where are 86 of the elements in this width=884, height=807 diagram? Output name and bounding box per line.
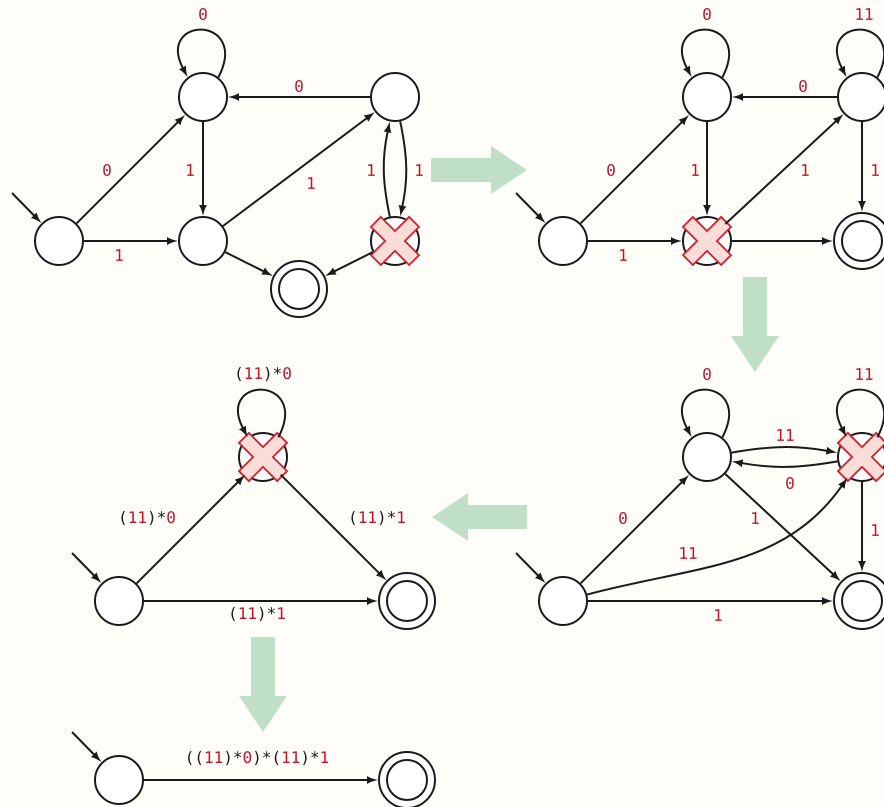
state-circle: [178, 216, 228, 266]
loop-arrow: [836, 388, 884, 438]
edge-label: 0: [617, 510, 629, 526]
transition-arrow: [280, 474, 384, 578]
loop-arrow: [177, 28, 226, 78]
edge-label: 11: [677, 546, 699, 560]
edge-label: (11)*0: [233, 366, 293, 382]
edge-label: 0: [101, 162, 113, 178]
removed-state: [682, 216, 732, 266]
loop-arrow: [681, 388, 730, 438]
edge-label: 0: [784, 476, 796, 490]
transition-arrow: [586, 480, 846, 596]
state-circle: [34, 216, 84, 266]
edge-label: 11: [774, 428, 796, 442]
transition-arrow: [724, 116, 842, 225]
edge-label: 1: [413, 163, 425, 177]
transition-arrow: [588, 598, 830, 604]
edge-label: 1: [365, 163, 377, 177]
edge-label: 1: [305, 176, 317, 190]
edge-label: 0: [701, 366, 713, 382]
state-circle: [370, 72, 420, 122]
removed-state: [370, 216, 420, 266]
edge-label: 0: [605, 162, 617, 178]
edge-label: 1: [869, 163, 881, 177]
transition-arrow: [734, 460, 838, 468]
transition-arrow: [580, 116, 688, 224]
edge-label: 1: [869, 523, 881, 537]
state-circle: [682, 72, 732, 122]
transition-arrow: [858, 482, 866, 569]
loop-arrow: [237, 388, 286, 438]
transition-arrow: [224, 251, 270, 276]
accept-state: [270, 260, 328, 318]
start-arrow: [71, 552, 100, 582]
transition-arrow: [858, 122, 866, 209]
edge-label: (11)*1: [227, 606, 287, 622]
transition-arrow: [144, 598, 375, 604]
accept-state: [833, 212, 884, 270]
removed-state: [238, 432, 288, 482]
edge-label: 0: [197, 6, 209, 22]
transition-arrow: [724, 473, 839, 580]
edge-label: 1: [689, 163, 701, 177]
accept-state: [833, 572, 884, 630]
transition-arrow: [200, 122, 206, 213]
accept-state: [378, 572, 436, 630]
transition-arrow: [731, 446, 834, 454]
edge-label: 0: [701, 6, 713, 22]
start-arrow: [515, 192, 544, 222]
transition-arrow: [735, 94, 837, 100]
edge-label: 11: [853, 7, 875, 21]
transition-arrow: [222, 114, 373, 227]
edge-label: (11)*1: [347, 510, 407, 526]
start-arrow: [515, 552, 544, 582]
edge-label: ((11)*0)*(11)*1: [184, 750, 330, 766]
state-circle: [178, 72, 228, 122]
transition-arrow: [704, 122, 710, 213]
transition-arrow: [328, 251, 374, 276]
state-circle: [837, 72, 884, 122]
edge-label: (11)*0: [117, 510, 177, 526]
transition-arrow: [580, 476, 688, 584]
edge-label: 1: [617, 248, 629, 262]
loop-arrow: [836, 28, 884, 78]
transition-arrow: [84, 238, 175, 244]
start-arrow: [71, 731, 100, 760]
state-circle: [682, 432, 732, 482]
removed-state: [836, 432, 884, 482]
edge-label: 1: [113, 248, 125, 262]
state-circle: [94, 576, 144, 626]
transition-arrow: [136, 476, 244, 584]
state-circle: [538, 576, 588, 626]
loop-arrow: [681, 28, 730, 78]
accept-state: [378, 751, 436, 807]
transition-arrow: [144, 776, 375, 784]
edge-label: 1: [184, 163, 196, 177]
transition-arrow: [732, 238, 830, 244]
edge-label: 1: [799, 163, 811, 177]
state-circle: [538, 216, 588, 266]
edge-label: 1: [749, 511, 761, 525]
transition-arrow: [231, 94, 370, 100]
state-circle: [94, 755, 144, 805]
transition-arrow: [76, 116, 184, 224]
transition-arrow: [588, 238, 679, 244]
start-arrow: [11, 192, 40, 222]
edge-label: 0: [797, 78, 809, 94]
edge-label: 11: [853, 367, 875, 381]
edge-label: 1: [712, 608, 724, 622]
edge-label: 0: [293, 78, 305, 94]
